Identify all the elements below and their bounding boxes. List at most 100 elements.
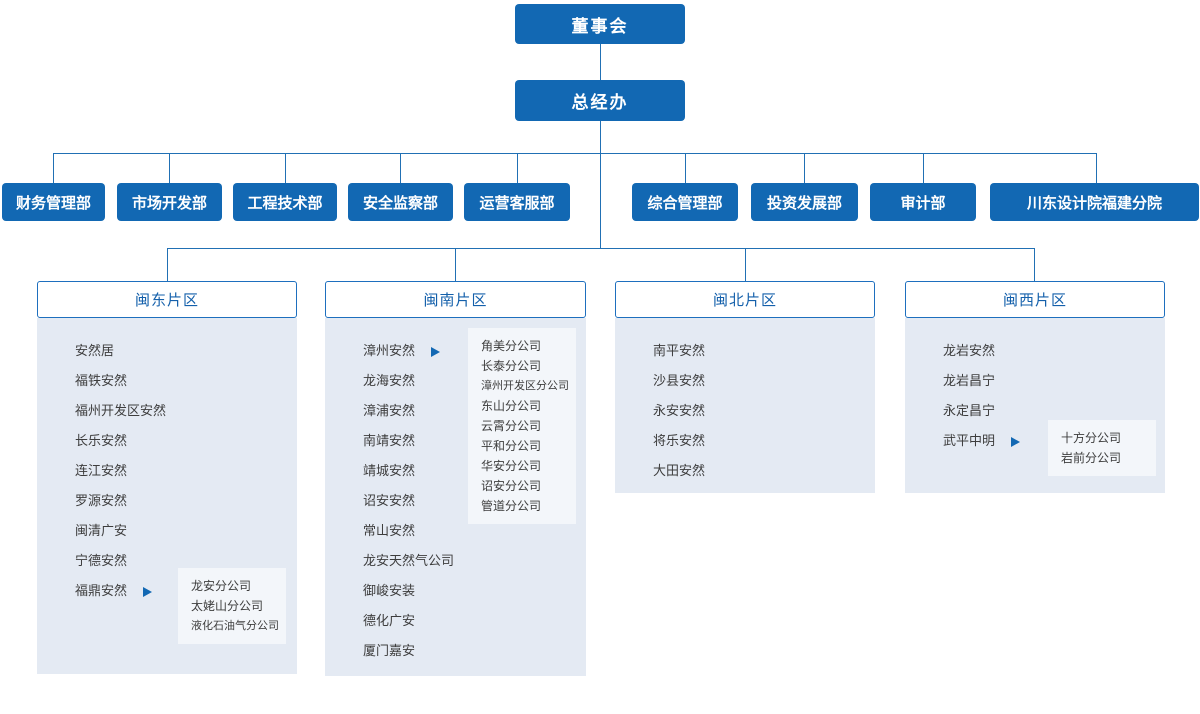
org-unit: 龙海安然 [325,366,586,396]
sub-branch-label: 长泰分公司 [481,359,542,373]
node-gm-office: 总经办 [515,80,685,121]
branch-submenu: 角美分公司长泰分公司漳州开发区分公司东山分公司云霄分公司平和分公司华安分公司诏安… [468,328,576,524]
sub-branch-label: 平和分公司 [481,439,542,453]
org-unit-label: 罗源安然 [75,493,128,508]
org-unit-label: 福鼎安然 [75,583,128,598]
connector-line [804,153,805,183]
org-unit: 沙县安然 [615,366,875,396]
sub-branch-label: 云霄分公司 [481,419,542,433]
connector-line [923,153,924,183]
org-unit-label: 漳浦安然 [363,403,416,418]
sub-branch-label: 东山分公司 [481,399,542,413]
org-unit: 常山安然 [325,516,586,546]
connector-line [517,153,518,183]
connector-line [745,248,746,281]
sub-branch-label: 漳州开发区分公司 [481,380,569,392]
org-unit: 御峻安装 [325,576,586,606]
node-dept-design-institute: 川东设计院福建分院 [990,183,1199,221]
region-header-west: 闽西片区 [905,281,1165,318]
region-panel-east: 安然居福铁安然福州开发区安然长乐安然连江安然罗源安然闽清广安宁德安然龙安分公司太… [37,318,297,674]
org-unit-label: 永安安然 [653,403,706,418]
node-dept-safety: 安全监察部 [348,183,453,221]
org-unit: 南靖安然 [325,426,586,456]
org-unit-label: 连江安然 [75,463,128,478]
org-unit-label: 厦门嘉安 [363,643,416,658]
connector-line [169,153,170,183]
org-unit-label: 龙岩安然 [943,343,996,358]
org-unit: 长乐安然 [37,426,297,456]
connector-line [1096,153,1097,183]
org-unit: 福州开发区安然 [37,396,297,426]
org-unit[interactable]: 福鼎安然 [37,576,297,606]
node-board: 董事会 [515,4,685,44]
connector-line [285,153,286,183]
org-unit[interactable]: 漳州安然 [325,336,586,366]
org-unit-label: 武平中明 [943,433,996,448]
connector-line [53,153,54,183]
region-header-south: 闽南片区 [325,281,586,318]
connector-line [600,44,601,80]
org-unit: 永安安然 [615,396,875,426]
org-unit-label: 漳州安然 [363,343,416,358]
sub-branch-label: 十方分公司 [1061,431,1122,445]
org-unit: 龙安天然气公司 [325,546,586,576]
org-unit-label: 长乐安然 [75,433,128,448]
org-unit-label: 常山安然 [363,523,416,538]
node-dept-investment: 投资发展部 [751,183,858,221]
node-dept-operations: 运营客服部 [464,183,570,221]
expand-arrow-icon [431,346,441,357]
org-unit: 安然居 [37,336,297,366]
org-unit[interactable]: 武平中明 [905,426,1165,456]
sub-branch-label: 龙安分公司 [191,579,252,593]
connector-line [455,248,456,281]
connector-line [685,153,686,183]
org-unit: 南平安然 [615,336,875,366]
connector-line [53,153,1097,154]
org-unit-label: 龙海安然 [363,373,416,388]
org-unit-label: 福铁安然 [75,373,128,388]
sub-branch-label: 诏安分公司 [481,479,542,493]
org-unit: 永定昌宁 [905,396,1165,426]
sub-branch-label: 岩前分公司 [1061,451,1122,465]
org-unit: 闽清广安 [37,516,297,546]
org-unit-label: 诏安安然 [363,493,416,508]
org-unit: 宁德安然 [37,546,297,576]
org-unit: 龙岩昌宁 [905,366,1165,396]
org-unit: 德化广安 [325,606,586,636]
org-unit: 诏安安然 [325,486,586,516]
org-unit-label: 沙县安然 [653,373,706,388]
org-unit-label: 御峻安装 [363,583,416,598]
org-unit-label: 闽清广安 [75,523,128,538]
region-header-north: 闽北片区 [615,281,875,318]
sub-branch-label: 液化石油气分公司 [191,620,279,632]
connector-line [600,121,601,248]
org-unit: 罗源安然 [37,486,297,516]
org-unit: 福铁安然 [37,366,297,396]
branch-submenu: 十方分公司岩前分公司 [1048,420,1156,476]
org-unit-label: 安然居 [75,343,115,358]
connector-line [400,153,401,183]
org-unit: 大田安然 [615,456,875,486]
org-unit-label: 将乐安然 [653,433,706,448]
region-panel-west: 龙岩安然龙岩昌宁永定昌宁十方分公司岩前分公司 武平中明 [905,318,1165,493]
node-dept-audit: 审计部 [870,183,976,221]
region-panel-north: 南平安然沙县安然永安安然将乐安然大田安然 [615,318,875,493]
region-header-east: 闽东片区 [37,281,297,318]
node-dept-market: 市场开发部 [117,183,222,221]
org-unit-label: 靖城安然 [363,463,416,478]
org-unit-label: 龙安天然气公司 [363,553,455,568]
region-panel-south: 角美分公司长泰分公司漳州开发区分公司东山分公司云霄分公司平和分公司华安分公司诏安… [325,318,586,676]
connector-line [1034,248,1035,281]
sub-branch-label: 管道分公司 [481,499,542,513]
org-unit: 将乐安然 [615,426,875,456]
org-unit: 靖城安然 [325,456,586,486]
org-unit-label: 龙岩昌宁 [943,373,996,388]
org-unit: 厦门嘉安 [325,636,586,666]
org-unit-label: 南靖安然 [363,433,416,448]
sub-branch-label: 华安分公司 [481,459,542,473]
node-dept-general: 综合管理部 [632,183,738,221]
node-dept-engineering: 工程技术部 [233,183,337,221]
org-unit: 连江安然 [37,456,297,486]
expand-arrow-icon [143,586,153,597]
org-unit-label: 德化广安 [363,613,416,628]
